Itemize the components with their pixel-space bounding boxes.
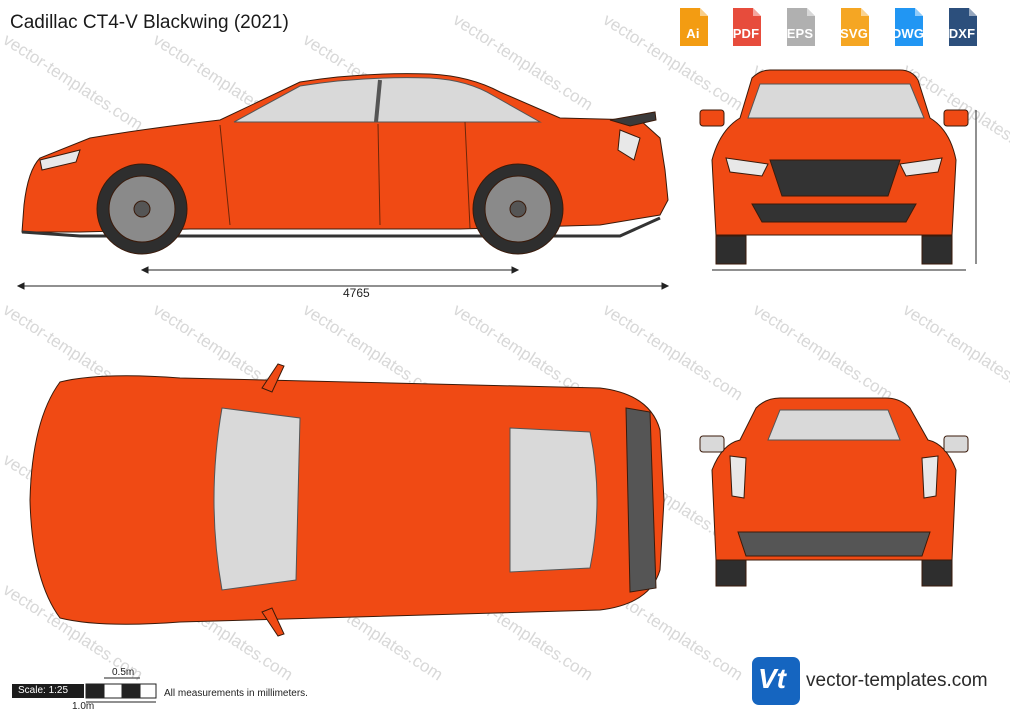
format-label: SVG	[839, 26, 869, 41]
brand-logo-icon[interactable]: Vt	[752, 657, 800, 705]
front-right-headlight	[899, 157, 943, 177]
side-headlight	[39, 149, 81, 171]
dwg-format-icon[interactable]: DWG	[885, 6, 931, 48]
front-windshield	[747, 83, 925, 119]
scale-ruler	[85, 677, 157, 703]
side-lower-trim	[21, 216, 661, 238]
ai-format-icon[interactable]: Ai	[670, 6, 716, 48]
side-taillight	[617, 129, 641, 161]
length-dimension-label: 4765	[343, 286, 370, 300]
rear-right-tire	[921, 559, 953, 587]
top-rear-spoiler	[625, 407, 657, 593]
side-window	[233, 77, 542, 123]
scale-label: Scale: 1:25	[12, 684, 84, 698]
top-right-mirror	[261, 607, 285, 637]
side-door-line	[219, 121, 471, 229]
front-right-tire	[921, 235, 953, 265]
format-label: DWG	[891, 26, 925, 41]
rear-left-tire	[715, 559, 747, 587]
brand-logo-text: Vt	[758, 663, 786, 694]
top-windshield	[213, 407, 301, 591]
front-grille	[769, 159, 901, 197]
scale-full-label: 1.0m	[72, 701, 95, 712]
format-label: EPS	[786, 26, 814, 41]
rear-right-taillight	[921, 455, 939, 499]
front-left-mirror	[699, 109, 725, 127]
format-label: DXF	[948, 26, 976, 41]
top-rear-glass	[509, 427, 598, 573]
front-right-mirror	[943, 109, 969, 127]
rear-left-mirror	[699, 435, 725, 453]
dxf-format-icon[interactable]: DXF	[939, 6, 985, 48]
format-label: Ai	[686, 26, 700, 41]
pdf-format-icon[interactable]: PDF	[723, 6, 769, 48]
rear-view	[699, 397, 969, 587]
svg-format-icon[interactable]: SVG	[831, 6, 877, 48]
rear-right-mirror	[943, 435, 969, 453]
brand-site-link[interactable]: vector-templates.com	[806, 670, 988, 691]
scale-half-label: 0.5m	[112, 667, 135, 678]
front-lower-intake	[751, 203, 917, 223]
top-view	[29, 363, 665, 637]
eps-format-icon[interactable]: EPS	[777, 6, 823, 48]
side-rear-spoiler	[609, 111, 657, 127]
length-dimension	[16, 266, 670, 290]
measurement-note: All measurements in millimeters.	[164, 688, 308, 699]
rear-left-taillight	[729, 455, 747, 499]
rear-window	[767, 409, 901, 441]
page-title: Cadillac CT4-V Blackwing (2021)	[10, 12, 289, 33]
front-dimensions	[712, 110, 977, 271]
top-body	[29, 375, 665, 625]
format-label: PDF	[732, 26, 760, 41]
front-left-tire	[715, 235, 747, 265]
front-view	[699, 69, 969, 265]
front-left-headlight	[725, 157, 769, 177]
rear-diffuser	[737, 531, 931, 557]
top-left-mirror	[261, 363, 285, 393]
side-view	[21, 73, 669, 255]
